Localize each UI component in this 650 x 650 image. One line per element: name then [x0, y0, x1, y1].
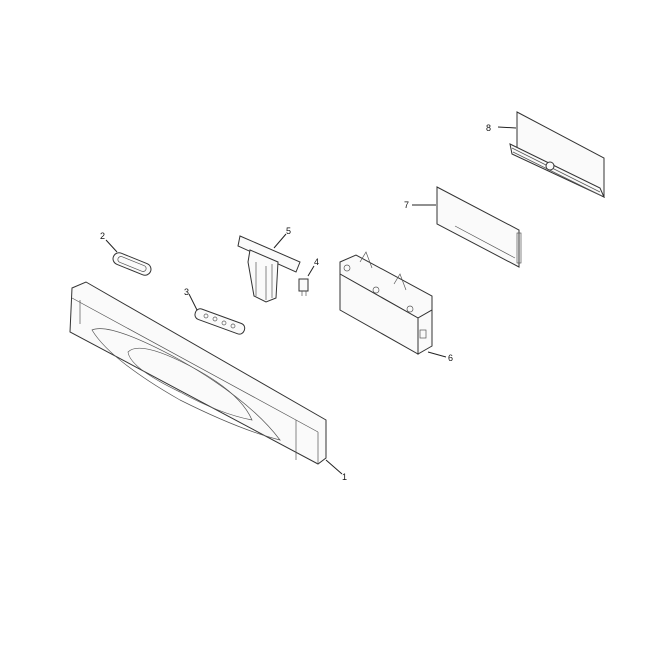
- label-5: 5: [286, 226, 291, 236]
- label-1: 1: [342, 472, 347, 482]
- part-1-console[interactable]: 1: [69, 281, 347, 482]
- label-2: 2: [100, 231, 105, 241]
- label-7: 7: [404, 200, 409, 210]
- label-4: 4: [314, 257, 319, 267]
- part-4-small-switch[interactable]: 4: [298, 257, 319, 296]
- label-3: 3: [184, 287, 189, 297]
- part-8-bracket[interactable]: 8: [486, 111, 606, 199]
- part-2-oval-button[interactable]: 2: [100, 231, 153, 277]
- label-6: 6: [448, 353, 453, 363]
- label-8: 8: [486, 123, 491, 133]
- part-5-switch-bracket[interactable]: 5: [237, 226, 301, 303]
- part-7-plate[interactable]: 7: [404, 186, 522, 268]
- part-3-button-strip[interactable]: 3: [184, 287, 246, 336]
- part-6-control-housing[interactable]: 6: [339, 251, 453, 363]
